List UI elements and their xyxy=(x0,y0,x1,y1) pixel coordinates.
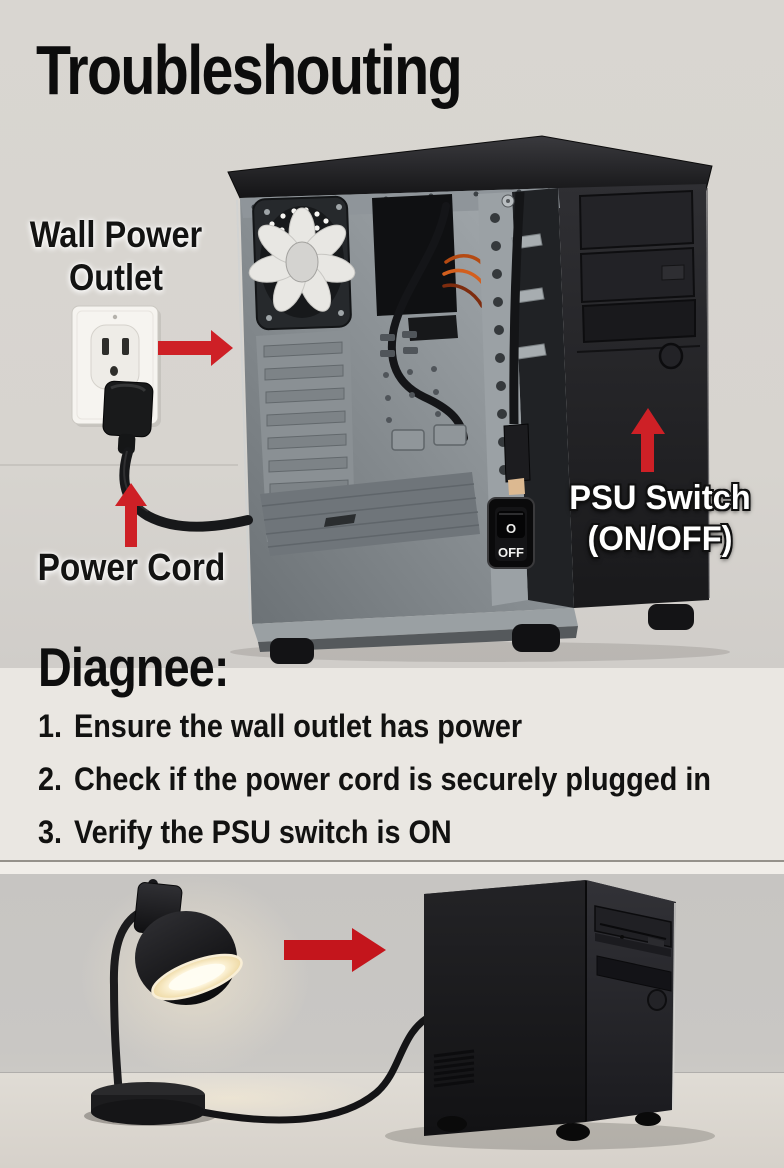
switch-o-label: O xyxy=(506,521,516,536)
panel-bottom-strip xyxy=(0,862,784,874)
power-connector xyxy=(503,423,531,483)
lamp-light xyxy=(151,953,243,1001)
case-foot xyxy=(270,638,314,664)
power-plug-icon xyxy=(102,380,154,455)
arrow-up-icon xyxy=(115,483,147,547)
case-foot xyxy=(648,604,694,630)
pc-open-case-icon: O OFF xyxy=(227,135,730,664)
power-cord xyxy=(119,447,253,532)
arrow-right-icon xyxy=(284,928,386,972)
switch-off-label: OFF xyxy=(498,545,524,560)
tray-holes xyxy=(380,331,441,423)
psu-rocker-switch-icon: O OFF xyxy=(487,497,535,569)
lamp-power-cord xyxy=(198,1010,438,1124)
arrow-right-icon xyxy=(158,330,233,366)
bottom-photo-illustration xyxy=(80,875,715,1150)
dangling-cable xyxy=(509,191,525,425)
desk-lamp-icon xyxy=(91,879,243,1125)
pc-tower-icon xyxy=(424,880,676,1141)
vent-grille xyxy=(433,1049,475,1088)
wall-floor-seam xyxy=(0,464,238,466)
power-button xyxy=(647,989,667,1011)
checklist-panel xyxy=(0,668,784,862)
power-button xyxy=(658,342,684,370)
mesh-floor xyxy=(260,472,480,556)
case-foot xyxy=(512,624,560,652)
drive-bay xyxy=(596,955,672,992)
case-fan-icon xyxy=(248,195,356,331)
arrow-up-icon xyxy=(631,408,665,472)
